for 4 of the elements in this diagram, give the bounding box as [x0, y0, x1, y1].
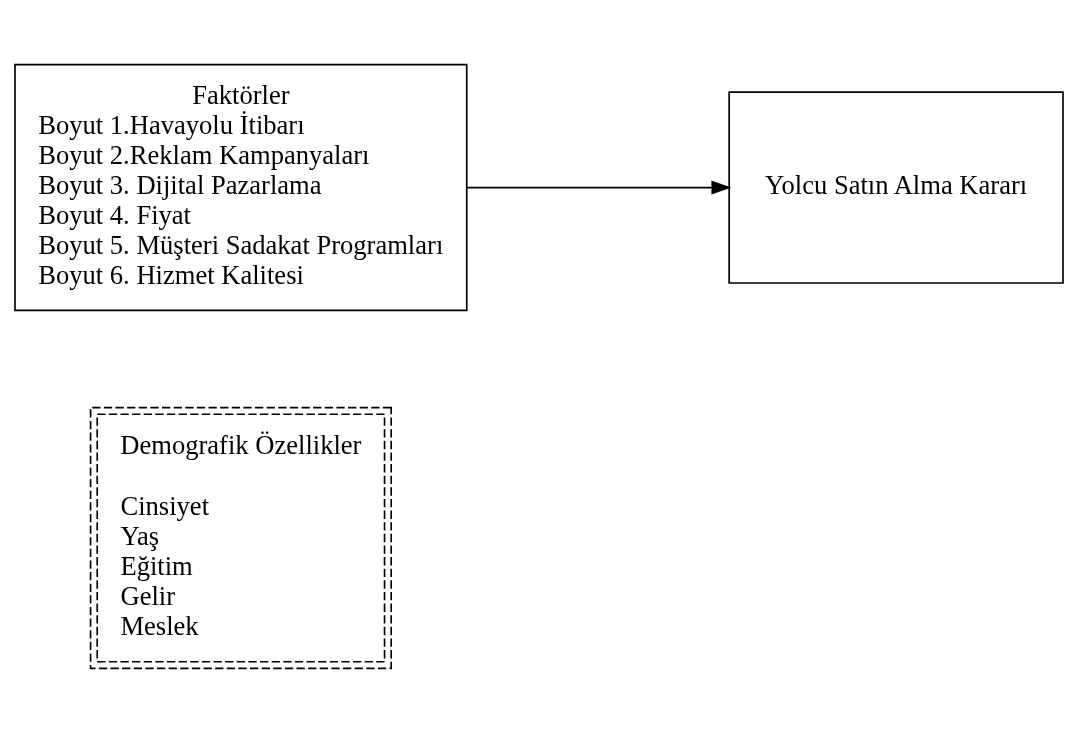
node-box: Yolcu Satın Alma Kararı — [728, 91, 1064, 284]
node-box: Demografik Özellikler Cinsiyet Yaş Eğitim Gelir Meslek — [89, 406, 392, 670]
arrow — [466, 180, 732, 195]
node-box: Faktörler Boyut 1.Havayolu İtibarı Boyut 2.Reklam Kampanyaları Boyut 3. Dijital Pazarlama Boyut 4. Fiyat Boyut 5. Müşteri Sadakat Programları Boyut 6. Hizmet Kalitesi — [14, 63, 468, 312]
